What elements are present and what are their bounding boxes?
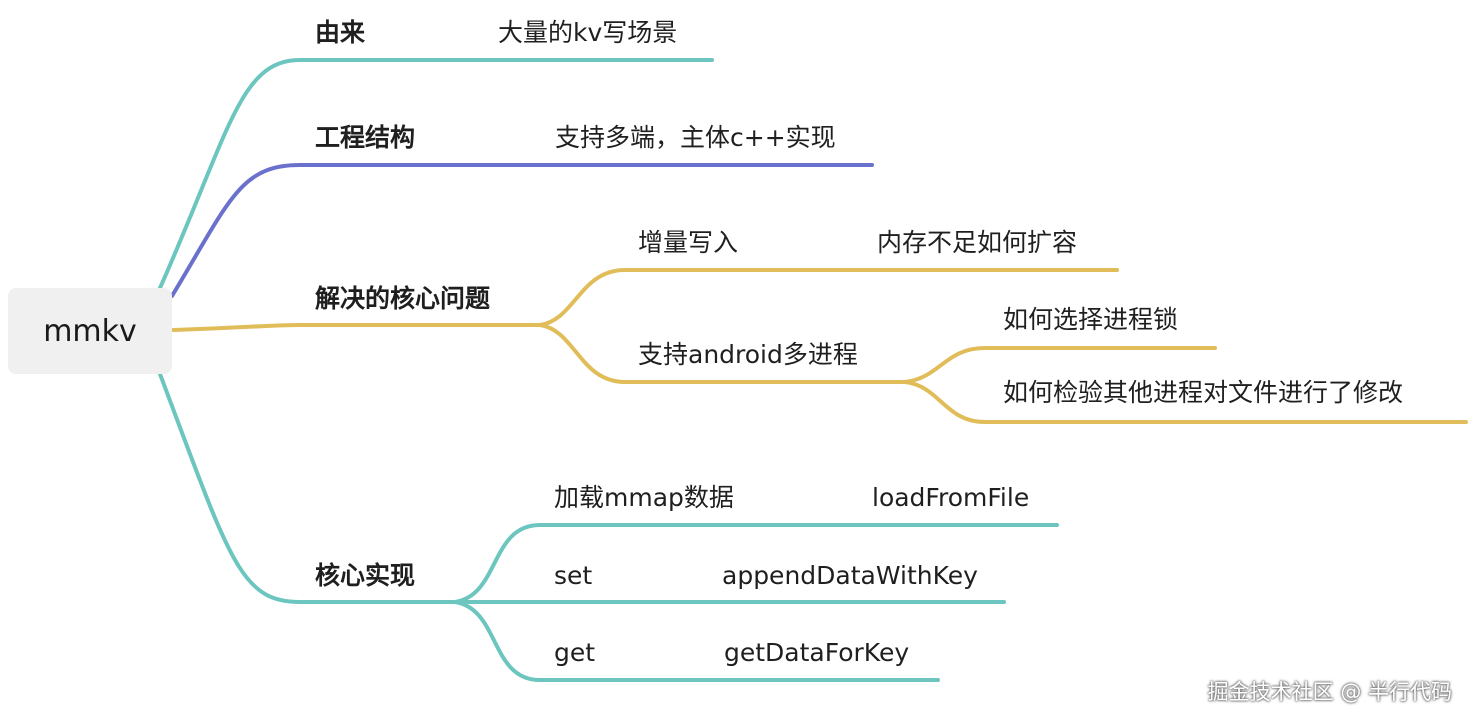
multiprocess-lock[interactable]: 如何选择进程锁 <box>1003 305 1179 334</box>
link-problems-multiprocess <box>538 323 907 384</box>
impl-load-mmap[interactable]: 加载mmap数据 <box>554 483 734 512</box>
multiprocess-verify[interactable]: 如何检验其他进程对文件进行了修改 <box>1003 378 1404 407</box>
link-root-impl <box>158 372 457 604</box>
link-problems-increment <box>538 268 1119 327</box>
root-label: mmkv <box>43 313 137 349</box>
get-detail[interactable]: getDataForKey <box>724 638 910 667</box>
link-root-structure <box>170 163 874 298</box>
problem-multiprocess[interactable]: 支持android多进程 <box>638 340 858 369</box>
branch-core-implementation[interactable]: 核心实现 <box>315 561 416 590</box>
problem-incremental-write[interactable]: 增量写入 <box>638 228 739 257</box>
link-multiprocess-verify <box>903 380 1468 424</box>
branch-project-structure[interactable]: 工程结构 <box>315 123 416 152</box>
branch-core-problems[interactable]: 解决的核心问题 <box>315 284 491 313</box>
watermark: 掘金技术社区 @ 半行代码 <box>1207 680 1452 704</box>
root-node[interactable]: mmkv <box>8 288 172 374</box>
link-root-origin <box>158 58 714 290</box>
link-multiprocess-lock <box>903 346 1217 384</box>
link-impl-get <box>453 600 940 682</box>
link-impl-load <box>453 523 1059 604</box>
origin-detail[interactable]: 大量的kv写场景 <box>498 18 678 47</box>
impl-set[interactable]: set <box>554 561 593 590</box>
impl-get[interactable]: get <box>554 638 596 667</box>
set-detail[interactable]: appendDataWithKey <box>722 561 978 590</box>
load-mmap-detail[interactable]: loadFromFile <box>872 483 1030 512</box>
structure-detail[interactable]: 支持多端，主体c++实现 <box>555 123 836 152</box>
link-root-problems <box>170 323 542 332</box>
branch-origin[interactable]: 由来 <box>315 18 366 47</box>
incremental-write-detail[interactable]: 内存不足如何扩容 <box>877 228 1078 257</box>
